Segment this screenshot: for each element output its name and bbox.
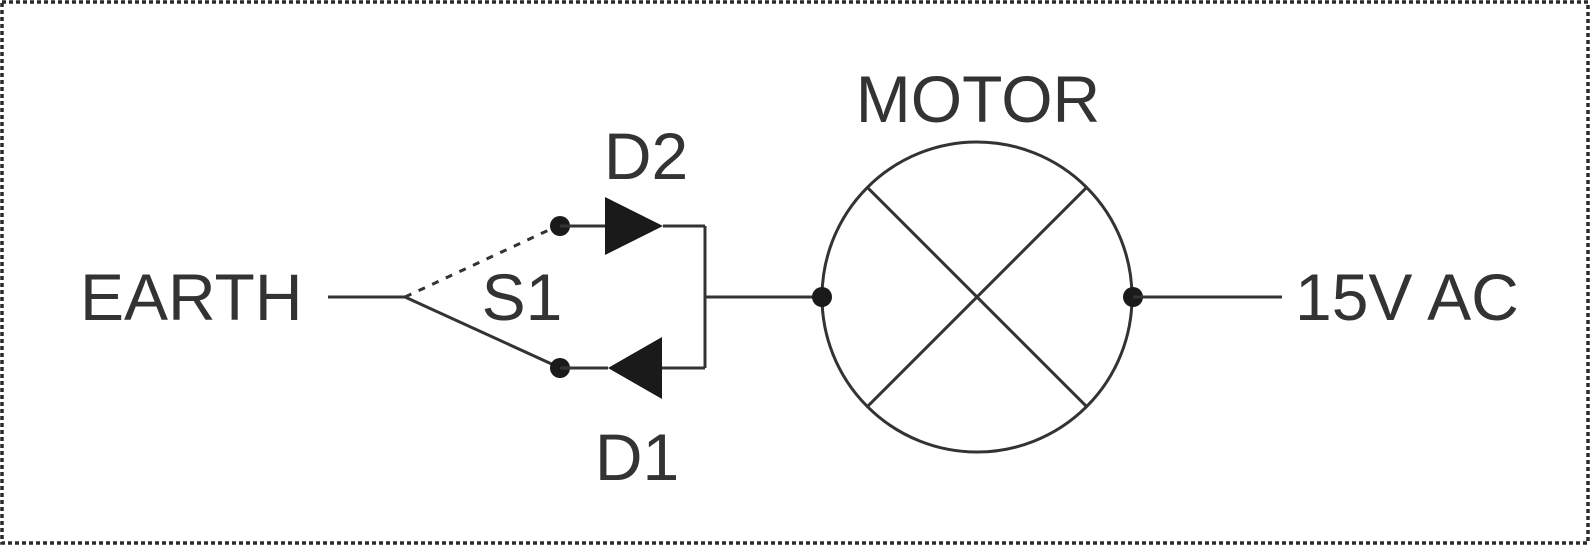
supply-label: 15V AC <box>1295 260 1519 334</box>
motor-cross-line-2 <box>866 186 1088 408</box>
diode-d2-symbol <box>605 197 663 255</box>
motor-left-terminal-dot <box>812 287 832 307</box>
diode-d2-label: D2 <box>604 119 688 193</box>
switch-arm <box>404 295 557 368</box>
earth-label: EARTH <box>80 260 303 334</box>
motor-label: MOTOR <box>856 62 1100 136</box>
switch-label: S1 <box>482 260 563 334</box>
diode-d1-symbol <box>608 337 662 399</box>
diode-d1-label: D1 <box>595 420 679 494</box>
switch-alt-position-line <box>404 227 552 299</box>
